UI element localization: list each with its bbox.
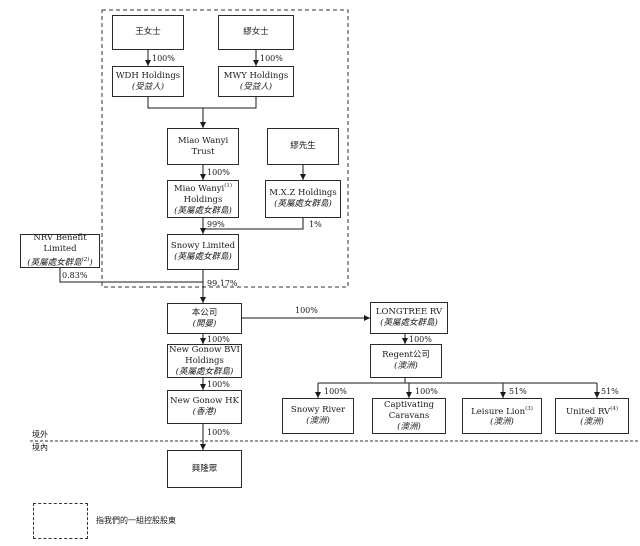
controlling-group-boundary [101, 9, 349, 288]
entity-name: 繆先生 [290, 141, 316, 151]
pct-trust-holdings: 100% [207, 168, 230, 177]
entity-name-line2: Holdings [183, 194, 223, 205]
entity-new-gonow-bvi: New Gonow BVI Holdings (英屬處女群島) [167, 344, 242, 378]
pct-company-longtree: 100% [295, 306, 318, 315]
entity-jurisdiction: (開曼) [192, 318, 217, 329]
entity-jurisdiction: (澳洲) [580, 417, 604, 428]
pct-miao-mwy: 100% [260, 54, 283, 63]
entity-miao-wanyi-holdings: Miao Wanyi(1) Holdings (英屬處女群島) [167, 180, 239, 218]
entity-ms-wang: 王女士 [112, 15, 184, 50]
footnote-marker: (3) [525, 405, 533, 412]
entity-mxz-holdings: M.X.Z Holdings (英屬處女群島) [265, 180, 341, 218]
entity-jurisdiction: (澳洲) [306, 416, 330, 426]
entity-name-line2: Limited [43, 244, 77, 255]
zone-onshore: 境內 [32, 443, 48, 452]
entity-wdh-holdings: WDH Holdings (受益人) [112, 66, 184, 97]
entity-name: MWY Holdings [223, 70, 289, 81]
entity-jurisdiction: (英屬處女群島) [175, 366, 234, 377]
legend-dashed-box [33, 503, 88, 539]
entity-xinglong: 興隆眾 [167, 450, 242, 488]
entity-united-rv: United RV(4) (澳洲) [555, 398, 629, 434]
entity-jurisdiction: (英屬處女群島) [274, 199, 332, 209]
zone-offshore: 境外 [32, 430, 48, 439]
pct-company-bvi: 100% [207, 335, 230, 344]
entity-name: Captivating [383, 399, 435, 410]
entity-mr-miao: 繆先生 [267, 128, 339, 165]
pct-nrv-company: 0.83% [62, 271, 88, 280]
entity-name: 本公司 [191, 307, 218, 318]
line-wdh-join [147, 97, 257, 109]
entity-jurisdiction: (英屬處女群島) [174, 252, 232, 262]
line-mxz-snowy [203, 218, 304, 230]
entity-name-line2: Caravans [388, 410, 430, 421]
pct-regent-snowy-river: 100% [324, 387, 347, 396]
pct-regent-united: 51% [601, 387, 619, 396]
entity-new-gonow-hk: New Gonow HK (香港) [167, 390, 242, 424]
footnote-marker: (2) [81, 257, 90, 264]
entity-jurisdiction: (英屬處女群島 [27, 257, 82, 268]
legend-text: 指我們的一組控股股東 [96, 516, 176, 525]
entity-jurisdiction: (英屬處女群島) [174, 205, 232, 216]
entity-name: New Gonow BVI [169, 344, 240, 355]
entity-name: Snowy Limited [170, 241, 236, 251]
entity-regent: Regent公司 (澳洲) [370, 344, 442, 378]
entity-nrv-benefit: NRV Benefit Limited (英屬處女群島(2)) [20, 233, 100, 268]
entity-snowy-limited: Snowy Limited (英屬處女群島) [167, 234, 239, 270]
entity-role: (受益人) [239, 81, 273, 92]
entity-name: LONGTREE RV [375, 307, 443, 317]
entity-role: (受益人) [131, 81, 165, 92]
entity-name: Regent公司 [382, 350, 430, 360]
entity-ms-miao: 繆女士 [218, 15, 294, 50]
footnote-marker: (4) [610, 405, 618, 412]
entity-miao-wanyi-trust: Miao Wanyi Trust [167, 128, 239, 165]
pct-hk-xinglong: 100% [207, 428, 230, 437]
pct-snowy-company: 99.17% [207, 279, 238, 288]
entity-leisure-lion: Leisure Lion(3) (澳洲) [462, 398, 542, 434]
entity-jurisdiction: (香港) [192, 407, 217, 417]
entity-name: Snowy River [290, 405, 346, 415]
entity-jurisdiction-end: ) [89, 257, 93, 268]
entity-jurisdiction: (英屬處女群島) [380, 318, 438, 328]
pct-bvi-hk: 100% [207, 380, 230, 389]
entity-name: 繆女士 [243, 27, 269, 37]
entity-name-line2: Trust [191, 146, 215, 157]
entity-longtree-rv: LONGTREE RV (英屬處女群島) [370, 302, 448, 334]
pct-holdings-snowy: 99% [207, 220, 225, 229]
entity-jurisdiction: (澳洲) [394, 361, 418, 371]
pct-wang-wdh: 100% [152, 54, 175, 63]
entity-company: 本公司 (開曼) [167, 303, 242, 334]
entity-name: WDH Holdings [115, 70, 181, 81]
pct-longtree-regent: 100% [409, 335, 432, 344]
entity-name: Miao Wanyi [173, 183, 225, 194]
entity-name: 興隆眾 [191, 463, 218, 474]
entity-name: NRV Benefit [33, 233, 87, 244]
entity-mwy-holdings: MWY Holdings (受益人) [218, 66, 294, 97]
entity-name: New Gonow HK [170, 396, 239, 406]
footnote-marker: (1) [224, 183, 233, 190]
line-nrv-company [59, 268, 203, 283]
entity-captivating-caravans: Captivating Caravans (澳洲) [372, 398, 446, 434]
entity-name-line2: Holdings [185, 355, 224, 366]
pct-mxz-snowy: 1% [309, 220, 322, 229]
entity-name: United RV [566, 406, 611, 417]
pct-regent-leisure: 51% [509, 387, 527, 396]
entity-jurisdiction: (澳洲) [397, 421, 421, 432]
entity-jurisdiction: (澳洲) [490, 417, 514, 428]
entity-name: 王女士 [135, 27, 161, 37]
pct-regent-captivating: 100% [415, 387, 438, 396]
entity-snowy-river: Snowy River (澳洲) [282, 398, 354, 434]
entity-name: Miao Wanyi [177, 135, 229, 146]
entity-name: Leisure Lion [471, 406, 526, 417]
entity-name: M.X.Z Holdings [269, 188, 337, 198]
